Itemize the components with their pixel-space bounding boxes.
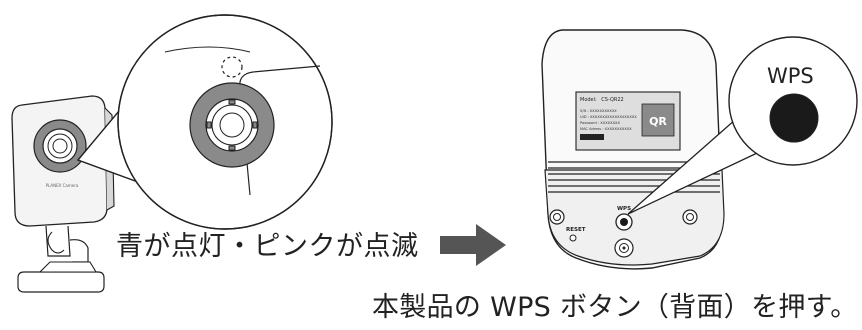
barcode-icon — [580, 134, 604, 140]
status-caption: 青が点灯・ピンクが点滅 — [116, 231, 419, 262]
status-led-icon — [221, 56, 243, 78]
sticker-model-label: Model: — [580, 97, 597, 103]
camera-front-illustration: PLANEX Camera — [11, 95, 115, 293]
sticker-line: S/N : XXXXXXXXXXX — [580, 109, 617, 113]
camera-brand-label: PLANEX Camera — [46, 183, 79, 188]
sticker-line: UID : XXXXXXXXXXXXXXXXXXX — [580, 115, 637, 119]
wps-body-label: WPS — [617, 206, 631, 212]
qr-code-icon — [641, 103, 675, 137]
reset-button[interactable] — [569, 234, 577, 242]
reset-label: RESET — [566, 227, 586, 233]
sticker-line: Password : XXXXXXXX — [580, 121, 621, 125]
wps-button-magnified — [769, 93, 819, 143]
qr-code-label: QR — [649, 115, 667, 128]
svg-text:Model: CS-QR22: Model: CS-QR22 — [580, 97, 624, 103]
right-arrow-icon — [440, 224, 506, 266]
wps-zoom-callout — [627, 36, 858, 215]
instruction-caption: 本製品の WPS ボタン（背面）を押す。 — [372, 292, 858, 323]
sticker-line: MAC Adress : XXXXXXXXXXX — [580, 127, 632, 131]
screw-icon — [682, 209, 698, 225]
camera-back-illustration: Model: CS-QR22 S/N : XXXXXXXXXXX UID : X… — [541, 29, 725, 270]
zoom-callout — [76, 14, 333, 230]
sticker-model-value: CS-QR22 — [601, 97, 623, 103]
screw-icon — [549, 209, 565, 225]
wps-callout-label: WPS — [767, 64, 814, 88]
